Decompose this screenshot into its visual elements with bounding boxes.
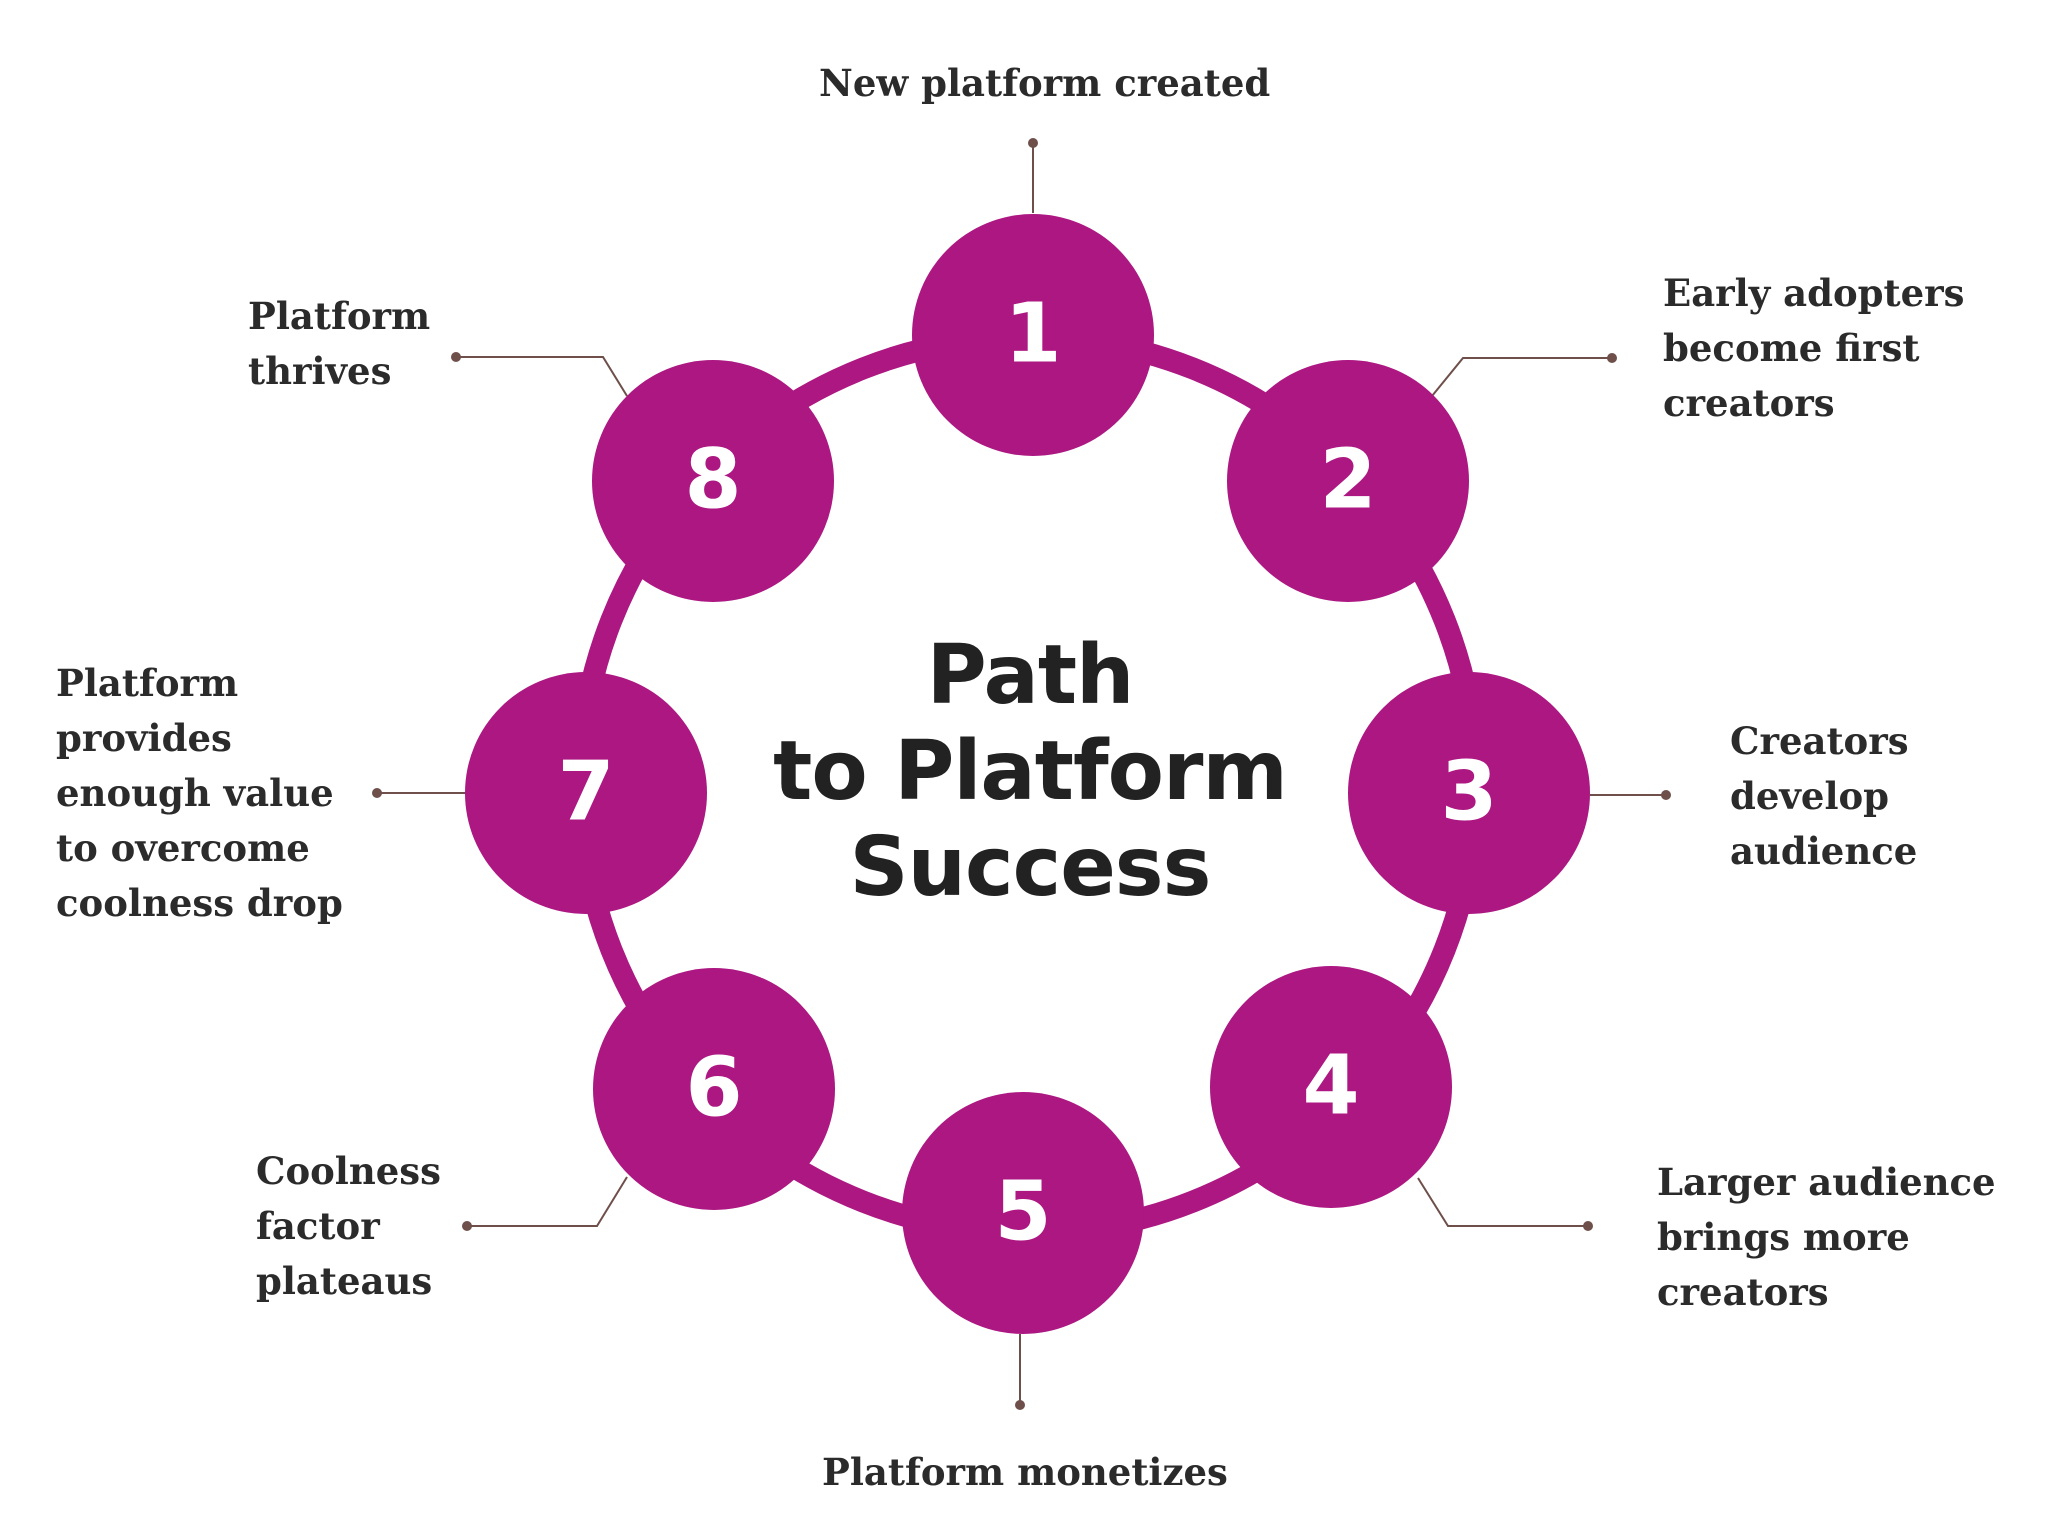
step-node-6: 6 bbox=[593, 968, 835, 1210]
step-number-1: 1 bbox=[1004, 286, 1061, 381]
step-number-2: 2 bbox=[1319, 432, 1376, 527]
step-number-4: 4 bbox=[1302, 1038, 1359, 1133]
step-label-3-line-1: Creators bbox=[1730, 719, 1909, 763]
step-circle-8 bbox=[592, 360, 834, 602]
step-label-4-line-2: brings more bbox=[1657, 1215, 1910, 1259]
step-node-1: 1 bbox=[912, 214, 1154, 456]
step-node-2: 2 bbox=[1227, 360, 1469, 602]
step-label-6: Coolness factor plateaus bbox=[256, 1144, 441, 1309]
step-number-3: 3 bbox=[1440, 744, 1497, 839]
leader-dot-1 bbox=[1028, 138, 1038, 148]
step-node-3: 3 bbox=[1348, 672, 1590, 914]
diagram-title: Path to Platform Success bbox=[680, 628, 1380, 916]
step-label-4: Larger audience brings more creators bbox=[1657, 1155, 1996, 1320]
leader-dot-7 bbox=[372, 788, 382, 798]
step-node-4: 4 bbox=[1210, 966, 1452, 1208]
leader-dot-4 bbox=[1583, 1221, 1593, 1231]
step-label-7-line-2: provides bbox=[56, 716, 232, 760]
step-circle-4 bbox=[1210, 966, 1452, 1208]
leader-dot-3 bbox=[1661, 790, 1671, 800]
step-label-8: Platform thrives bbox=[248, 289, 430, 399]
leader-line-8 bbox=[456, 356, 628, 397]
step-label-8-line-2: thrives bbox=[248, 349, 392, 393]
step-label-3-line-2: develop bbox=[1730, 774, 1890, 818]
step-label-2-line-3: creators bbox=[1663, 381, 1835, 425]
step-label-7: Platform provides enough value to overcome c… bbox=[56, 656, 343, 931]
step-label-6-line-1: Coolness bbox=[256, 1149, 441, 1193]
step-circle-5 bbox=[902, 1092, 1144, 1334]
title-line-3: Success bbox=[849, 820, 1212, 915]
step-circle-1 bbox=[912, 214, 1154, 456]
leader-line-2 bbox=[1431, 357, 1612, 397]
step-label-1: New platform created bbox=[819, 56, 1270, 111]
step-circle-3 bbox=[1348, 672, 1590, 914]
leader-dot-5 bbox=[1015, 1400, 1025, 1410]
step-label-3-line-3: audience bbox=[1730, 829, 1918, 873]
step-label-7-line-5: coolness drop bbox=[56, 881, 343, 925]
step-node-8: 8 bbox=[592, 360, 834, 602]
step-number-8: 8 bbox=[684, 432, 741, 527]
step-node-5: 5 bbox=[902, 1092, 1144, 1334]
title-line-1: Path bbox=[926, 628, 1135, 723]
step-label-2-line-2: become first bbox=[1663, 326, 1920, 370]
step-number-5: 5 bbox=[994, 1164, 1051, 1259]
step-label-5-line-1: Platform monetizes bbox=[822, 1450, 1228, 1494]
step-label-4-line-1: Larger audience bbox=[1657, 1160, 1996, 1204]
leader-line-4 bbox=[1417, 1177, 1588, 1227]
step-node-7: 7 bbox=[465, 672, 707, 914]
step-label-7-line-1: Platform bbox=[56, 661, 239, 705]
step-label-6-line-3: plateaus bbox=[256, 1259, 433, 1303]
step-circle-6 bbox=[593, 968, 835, 1210]
step-circle-2 bbox=[1227, 360, 1469, 602]
step-label-4-line-3: creators bbox=[1657, 1270, 1829, 1314]
step-number-6: 6 bbox=[685, 1040, 742, 1135]
leader-dot-8 bbox=[451, 352, 461, 362]
step-circle-7 bbox=[465, 672, 707, 914]
step-label-7-line-4: to overcome bbox=[56, 826, 310, 870]
step-number-7: 7 bbox=[557, 744, 614, 839]
step-label-3: Creators develop audience bbox=[1730, 714, 1917, 879]
leader-dot-2 bbox=[1607, 353, 1617, 363]
step-label-1-line-1: New platform created bbox=[819, 61, 1271, 105]
title-line-2: to Platform bbox=[773, 724, 1288, 819]
step-label-2-line-1: Early adopters bbox=[1663, 271, 1965, 315]
leader-dot-6 bbox=[462, 1221, 472, 1231]
step-label-5: Platform monetizes bbox=[822, 1445, 1228, 1500]
leader-line-6 bbox=[467, 1176, 628, 1227]
step-label-7-line-3: enough value bbox=[56, 771, 334, 815]
step-label-6-line-2: factor bbox=[256, 1204, 380, 1248]
step-label-2: Early adopters become first creators bbox=[1663, 266, 1964, 431]
step-label-8-line-1: Platform bbox=[248, 294, 431, 338]
